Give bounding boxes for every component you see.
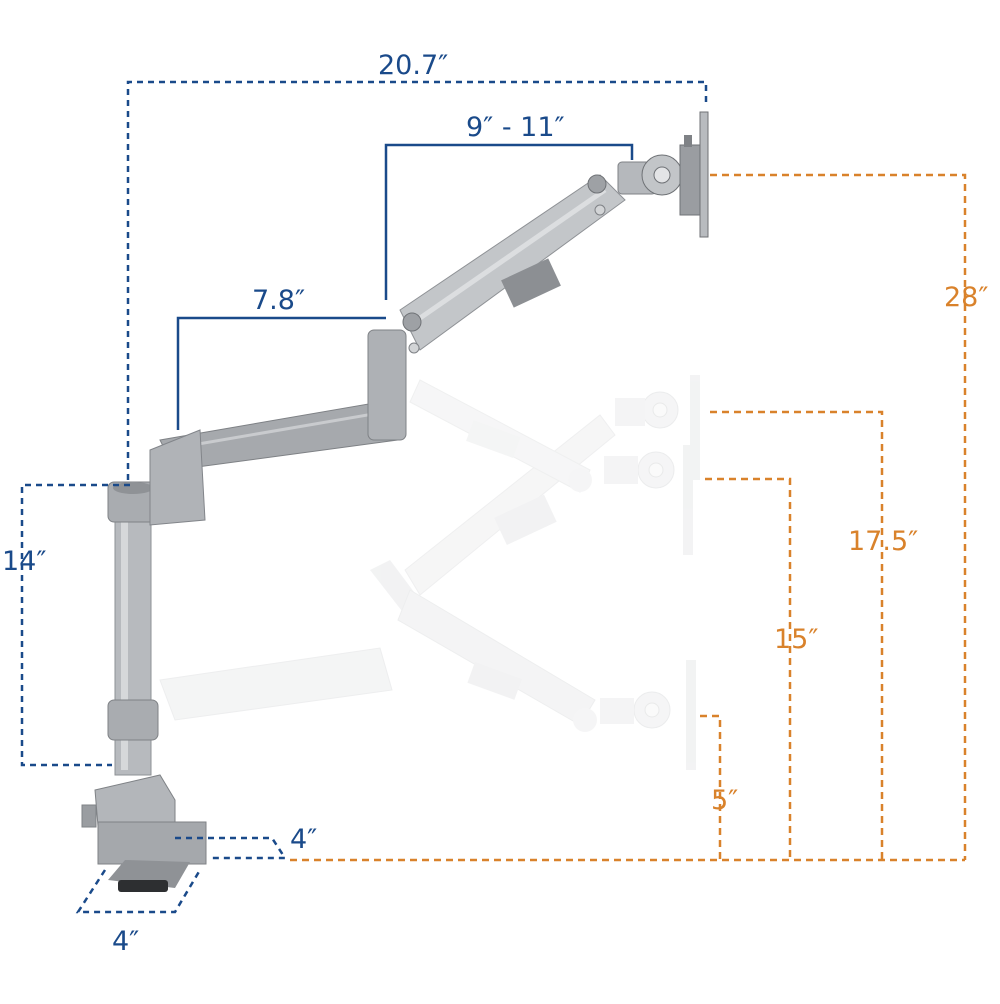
blue-dimensions (20, 80, 708, 914)
label-clamp-width: 4″ (112, 926, 140, 957)
main-arm (81, 111, 709, 892)
ghost-head-mid (604, 445, 693, 555)
dimension-line-15 (705, 477, 792, 860)
dimension-line-forearm (384, 143, 634, 300)
elbow-joint (367, 329, 407, 441)
label-height-15: 15″ (774, 624, 819, 655)
dimension-line-overall-reach (126, 80, 708, 480)
lower-arm-joint (149, 429, 206, 526)
ghost-cable-clip-3 (466, 420, 521, 458)
ghost-head-low (600, 660, 696, 770)
label-upper-arm-length: 7.8″ (252, 285, 306, 316)
label-clamp-depth: 4″ (290, 824, 318, 855)
ghost-lower-arm (159, 647, 393, 721)
dimension-line-upper-arm (176, 316, 386, 430)
vesa-plate-face (699, 111, 709, 238)
label-height-17-5: 17.5″ (848, 526, 919, 557)
dimension-line-clamp-width (75, 869, 202, 914)
label-overall-reach: 20.7″ (378, 50, 449, 81)
clamp-handle (118, 880, 168, 892)
ghost-head-top (615, 375, 700, 480)
forearm-pivot-high (587, 174, 607, 194)
dimension-line-clamp-depth (175, 836, 288, 860)
label-max-height: 28″ (944, 282, 989, 313)
dimension-line-pole-height (20, 483, 130, 767)
orange-dimensions (290, 173, 967, 862)
label-forearm-length: 9″ - 11″ (466, 112, 565, 143)
ghost-arm-positions (159, 375, 700, 770)
pole-lower-collar (107, 699, 159, 741)
clamp-foot (97, 821, 207, 865)
dimension-line-max-height (710, 173, 967, 860)
ghost-cable-clip-2 (467, 662, 522, 700)
ghost-forearm-low (397, 589, 596, 726)
dimension-line-17-5 (710, 410, 884, 860)
label-min-height: 5″ (711, 785, 739, 816)
forearm (399, 174, 626, 351)
forearm-pivot-low (402, 312, 422, 332)
ghost-cable-clip-1 (494, 494, 557, 546)
vesa-plate (679, 144, 703, 216)
pole-highlight (121, 500, 128, 770)
cable-clip (501, 258, 561, 308)
dimension-line-5 (700, 714, 722, 860)
label-pole-height: 14″ (2, 546, 47, 577)
